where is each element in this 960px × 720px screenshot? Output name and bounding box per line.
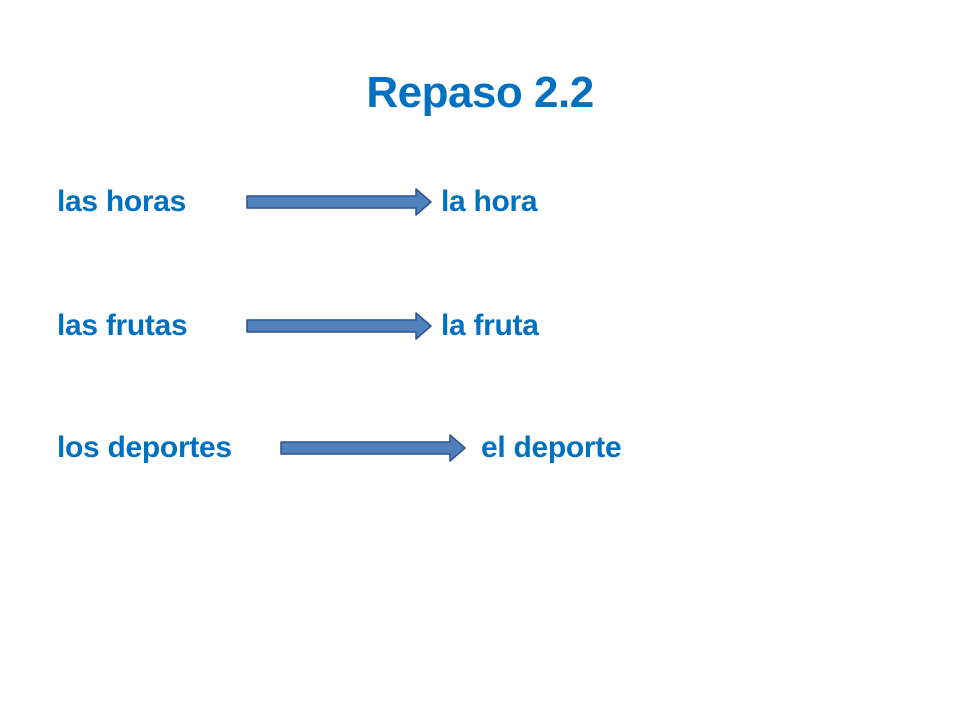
right-arrow-icon	[280, 434, 466, 462]
singular-word: la fruta	[441, 309, 539, 342]
right-arrow-icon	[246, 312, 432, 340]
conversion-row: los deportes el deporte	[0, 428, 960, 472]
conversion-row: las horas la hora	[0, 182, 960, 226]
conversion-row: las frutas la fruta	[0, 306, 960, 350]
singular-word: la hora	[441, 185, 538, 218]
right-arrow-icon	[246, 188, 432, 216]
plural-word: las horas	[57, 185, 187, 218]
plural-word: los deportes	[57, 431, 232, 464]
plural-word: las frutas	[57, 309, 188, 342]
slide-title: Repaso 2.2	[366, 68, 594, 117]
singular-word: el deporte	[481, 431, 622, 464]
